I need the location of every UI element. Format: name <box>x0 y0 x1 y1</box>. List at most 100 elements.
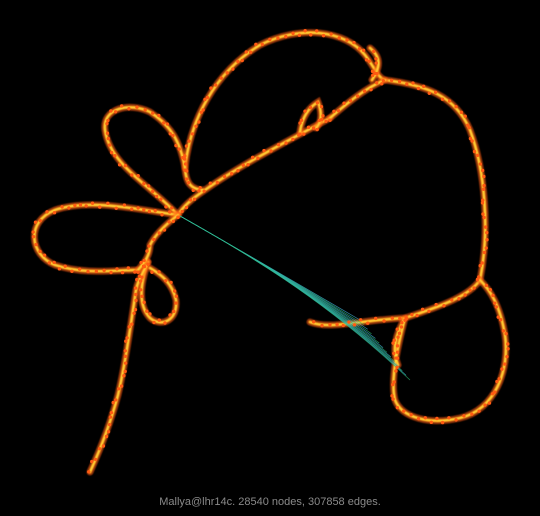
graph-node <box>101 444 106 448</box>
graph-node <box>484 246 488 250</box>
graph-node <box>399 325 404 329</box>
graph-node <box>183 162 188 166</box>
graph-node <box>477 275 481 279</box>
graph-node <box>168 313 172 317</box>
graph-node <box>440 97 445 101</box>
graph-node <box>397 331 402 336</box>
graph-node <box>114 398 118 402</box>
graph-node <box>219 76 223 80</box>
graph-node <box>480 168 485 173</box>
graph-node <box>122 373 126 378</box>
graph-node <box>369 87 373 92</box>
graph-node <box>125 336 129 340</box>
graph-node <box>170 206 174 210</box>
graph-node <box>447 99 452 103</box>
graph-node <box>177 147 181 151</box>
graph-node <box>416 416 421 421</box>
graph-node <box>117 387 121 391</box>
graph-node <box>208 181 213 185</box>
graph-node <box>184 177 189 181</box>
graph-node <box>171 219 176 224</box>
graph-node <box>191 188 195 193</box>
graph-node <box>336 108 341 113</box>
graph-node <box>467 126 471 130</box>
graph-node <box>107 143 112 147</box>
graph-node <box>435 416 439 421</box>
graph-node <box>142 208 146 212</box>
graph-node <box>162 228 167 232</box>
graph-node <box>138 288 143 292</box>
graph-node <box>254 42 258 47</box>
graph-node <box>410 312 414 317</box>
graph-node <box>78 203 83 207</box>
graph-node <box>362 89 367 93</box>
graph-node <box>240 58 244 63</box>
graph-node <box>106 136 111 141</box>
graph-node <box>374 61 378 65</box>
graph-node <box>198 186 202 190</box>
bridge-edges <box>179 215 411 381</box>
graph-node <box>63 264 67 268</box>
graph-node <box>154 194 159 199</box>
graph-node <box>123 349 127 353</box>
graph-node <box>127 107 131 111</box>
graph-node <box>392 380 396 384</box>
bridge-edge <box>179 215 411 381</box>
graph-node <box>405 82 409 86</box>
graph-node <box>493 301 497 305</box>
graph-node <box>465 123 470 127</box>
graph-node <box>171 133 175 138</box>
graph-node <box>488 287 493 292</box>
graph-node <box>250 155 255 160</box>
graph-node <box>248 50 253 54</box>
graph-node <box>157 113 161 118</box>
graph-node <box>90 201 95 205</box>
graph-node <box>269 149 273 153</box>
graph-node <box>222 174 227 179</box>
graph-node <box>124 339 128 343</box>
graph-node <box>123 354 128 358</box>
graph-node <box>241 163 245 167</box>
graph-node <box>450 298 454 302</box>
graph-node <box>133 307 138 312</box>
graph-node <box>157 270 161 274</box>
graph-node <box>205 95 210 100</box>
graph-node <box>477 409 481 413</box>
graph-node <box>184 205 189 210</box>
graph-node <box>142 258 146 263</box>
graph-node <box>130 322 134 326</box>
loop-petal-upper <box>104 106 186 216</box>
graph-node <box>123 369 127 374</box>
graph-node <box>190 132 195 136</box>
graph-node <box>373 316 378 321</box>
graph-node <box>298 132 302 136</box>
graph-node <box>236 168 240 173</box>
graph-node <box>506 342 510 346</box>
graph-node <box>151 189 155 194</box>
graph-node <box>145 309 149 313</box>
graph-node <box>480 201 485 205</box>
graph-node <box>308 105 313 110</box>
graph-node <box>161 121 166 125</box>
graph-node <box>126 266 131 270</box>
graph-node <box>472 149 477 154</box>
graph-node <box>478 162 483 166</box>
graph-node <box>194 124 198 129</box>
graph-node <box>337 36 341 40</box>
graph-node <box>42 253 47 257</box>
graph-node <box>142 181 146 186</box>
graph-node <box>157 231 161 235</box>
graph-node <box>483 225 488 229</box>
graph-loops <box>30 29 510 476</box>
graph-node <box>472 286 476 290</box>
graph-caption: Mallya@lhr14c. 28540 nodes, 307858 edges… <box>159 496 381 508</box>
graph-node <box>186 181 191 185</box>
graph-node <box>52 210 57 215</box>
graph-node <box>370 69 375 74</box>
graph-node <box>148 312 152 316</box>
graph-node <box>319 104 324 109</box>
graph-node <box>470 139 474 143</box>
graph-node <box>136 206 140 210</box>
graph-node <box>47 261 52 265</box>
graph-node <box>34 242 38 247</box>
